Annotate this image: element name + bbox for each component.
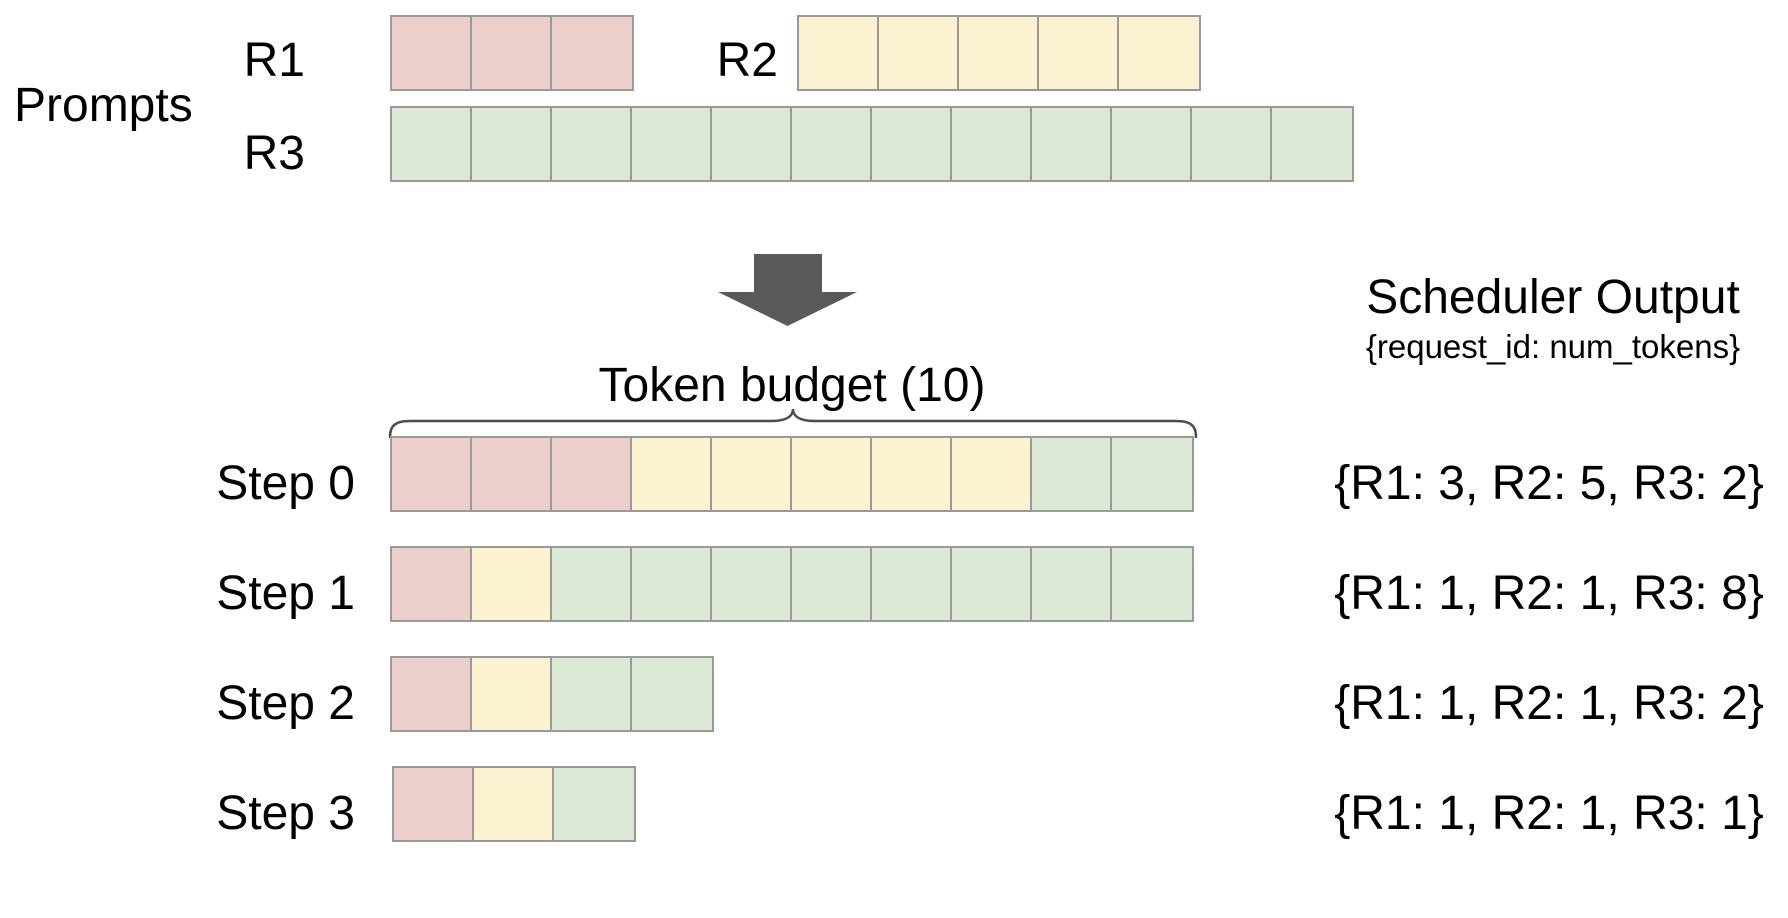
token-cell-r1 bbox=[552, 17, 632, 89]
token-cell-r2 bbox=[474, 768, 554, 840]
step-row-0 bbox=[390, 436, 1194, 512]
token-cell-r1 bbox=[392, 658, 472, 730]
token-cell-r3 bbox=[632, 548, 712, 620]
request-label-r1: R1 bbox=[243, 34, 305, 87]
prompt-row-r1 bbox=[390, 15, 634, 91]
token-cell-r3 bbox=[1112, 548, 1192, 620]
step-label-1: Step 1 bbox=[216, 567, 355, 620]
token-cell-r2 bbox=[959, 17, 1039, 89]
token-cell-r3 bbox=[1192, 108, 1272, 180]
token-cell-r3 bbox=[552, 548, 632, 620]
prompt-row-r2 bbox=[797, 15, 1201, 91]
step-label-2: Step 2 bbox=[216, 677, 355, 730]
step-label-3: Step 3 bbox=[216, 787, 355, 840]
token-cell-r3 bbox=[872, 108, 952, 180]
step-label-0: Step 0 bbox=[216, 457, 355, 510]
token-cell-r3 bbox=[1112, 438, 1192, 510]
token-cell-r3 bbox=[712, 108, 792, 180]
token-cell-r1 bbox=[394, 768, 474, 840]
token-cell-r3 bbox=[1032, 438, 1112, 510]
request-label-r3: R3 bbox=[243, 127, 305, 180]
token-cell-r2 bbox=[1119, 17, 1199, 89]
token-cell-r3 bbox=[1272, 108, 1352, 180]
token-cell-r1 bbox=[552, 438, 632, 510]
token-cell-r3 bbox=[792, 108, 872, 180]
token-cell-r3 bbox=[1112, 108, 1192, 180]
token-cell-r3 bbox=[632, 658, 712, 730]
scheduler-output-subtitle: {request_id: num_tokens} bbox=[1365, 328, 1741, 365]
token-cell-r3 bbox=[712, 548, 792, 620]
token-cell-r2 bbox=[632, 438, 712, 510]
token-cell-r2 bbox=[1039, 17, 1119, 89]
token-cell-r2 bbox=[472, 658, 552, 730]
token-cell-r3 bbox=[552, 108, 632, 180]
token-cell-r1 bbox=[392, 548, 472, 620]
token-cell-r3 bbox=[1032, 548, 1112, 620]
scheduler-output-step2: {R1: 1, R2: 1, R3: 2} bbox=[1334, 677, 1764, 730]
prompts-section-label: Prompts bbox=[14, 79, 193, 132]
token-cell-r3 bbox=[952, 108, 1032, 180]
token-budget-label: Token budget (10) bbox=[598, 359, 986, 412]
token-cell-r3 bbox=[392, 108, 472, 180]
down-arrow-icon bbox=[718, 254, 857, 326]
token-cell-r1 bbox=[392, 438, 472, 510]
token-cell-r2 bbox=[879, 17, 959, 89]
token-budget-brace-icon bbox=[388, 408, 1198, 438]
prompt-row-r3 bbox=[390, 106, 1354, 182]
token-cell-r2 bbox=[792, 438, 872, 510]
step-row-3 bbox=[392, 766, 636, 842]
step-row-2 bbox=[390, 656, 714, 732]
token-cell-r1 bbox=[392, 17, 472, 89]
token-cell-r2 bbox=[872, 438, 952, 510]
token-cell-r3 bbox=[872, 548, 952, 620]
token-cell-r1 bbox=[472, 17, 552, 89]
token-cell-r3 bbox=[1032, 108, 1112, 180]
token-cell-r2 bbox=[712, 438, 792, 510]
token-cell-r3 bbox=[952, 548, 1032, 620]
token-cell-r2 bbox=[952, 438, 1032, 510]
token-cell-r3 bbox=[554, 768, 634, 840]
scheduler-output-step3: {R1: 1, R2: 1, R3: 1} bbox=[1334, 787, 1764, 840]
token-cell-r3 bbox=[632, 108, 712, 180]
token-cell-r3 bbox=[552, 658, 632, 730]
token-cell-r1 bbox=[472, 438, 552, 510]
token-cell-r3 bbox=[792, 548, 872, 620]
step-row-1 bbox=[390, 546, 1194, 622]
token-cell-r2 bbox=[472, 548, 552, 620]
scheduler-output-step1: {R1: 1, R2: 1, R3: 8} bbox=[1334, 567, 1764, 620]
request-label-r2: R2 bbox=[716, 34, 778, 87]
token-cell-r2 bbox=[799, 17, 879, 89]
scheduler-output-step0: {R1: 3, R2: 5, R3: 2} bbox=[1334, 457, 1764, 510]
scheduler-output-title: Scheduler Output bbox=[1366, 271, 1740, 324]
token-cell-r3 bbox=[472, 108, 552, 180]
